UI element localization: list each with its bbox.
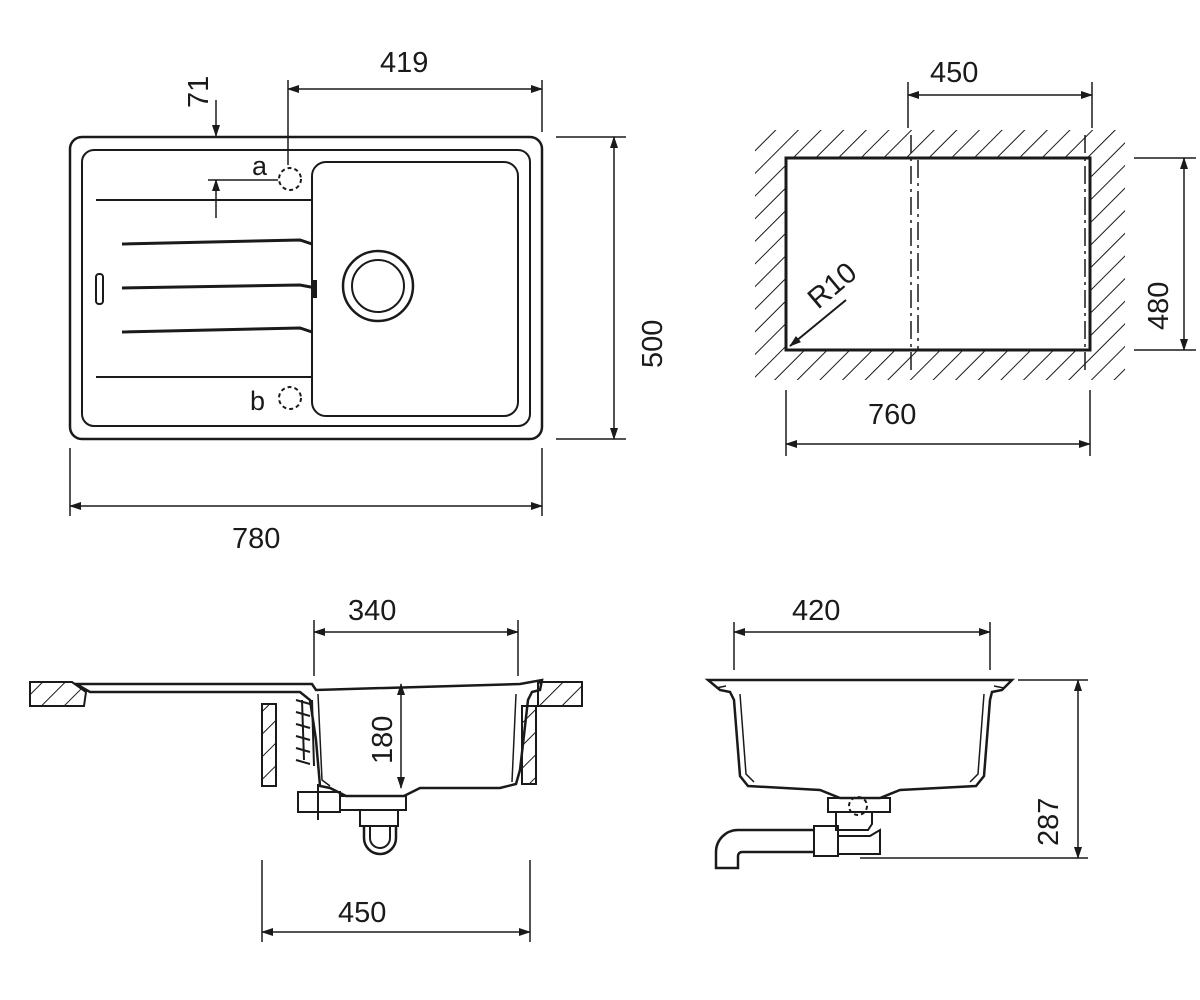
dim-340: 340 (348, 595, 396, 627)
dim-287: 287 (1033, 798, 1065, 846)
siphon-inner (369, 826, 391, 849)
drain-body (339, 795, 407, 811)
overflow-connector (312, 280, 317, 298)
outlet-pipe (714, 828, 814, 870)
cabinet-wall-left (261, 703, 277, 787)
countertop-hatching (755, 130, 1125, 380)
label-a: a (252, 151, 268, 181)
pipe-nut (813, 825, 839, 857)
dim-71: 71 (183, 76, 215, 108)
front-trap (835, 812, 873, 831)
drain-outlet (359, 810, 399, 827)
drainer-groove (121, 326, 313, 334)
sink-profile (71, 678, 544, 798)
dim-450-cutout: 450 (930, 57, 978, 89)
trap-body (838, 828, 881, 855)
dim-419: 419 (380, 47, 428, 79)
front-section-view: 420 287 (704, 595, 1088, 870)
sink-inner-rim (81, 149, 531, 427)
radius-leader (789, 299, 847, 347)
siphon-bend (362, 826, 398, 856)
drain-outer-ring (341, 249, 415, 323)
sink-inner-wall (317, 693, 517, 787)
label-b: b (250, 386, 265, 416)
side-section-view: 340 180 450 (29, 595, 583, 942)
overflow-connector (297, 784, 341, 820)
countertop-left (29, 681, 88, 707)
sink-top-view: a b 419 71 500 780 (68, 47, 669, 555)
cutout-outline (784, 156, 1092, 352)
cutout-view: R10 450 480 760 (755, 57, 1196, 456)
countertop-right (537, 681, 583, 707)
dim-450-cabinet: 450 (338, 897, 386, 929)
drain-inner-ring (351, 259, 405, 313)
dim-760: 760 (868, 399, 916, 431)
overflow-pipe (301, 699, 315, 767)
dim-420: 420 (792, 595, 840, 627)
sink-outline (68, 135, 544, 441)
overflow-hose-ribs (295, 699, 311, 765)
dim-180: 180 (367, 716, 399, 764)
drainer-groove (121, 283, 317, 290)
tap-hole-b (278, 386, 302, 410)
front-sink-profile (704, 678, 1016, 800)
overflow-slot (95, 273, 104, 305)
drainer-groove (121, 238, 313, 246)
front-drain-hole (848, 796, 868, 816)
dim-500: 500 (637, 320, 669, 368)
dim-780: 780 (232, 523, 280, 555)
front-drain-body (827, 797, 891, 813)
dim-480: 480 (1143, 282, 1175, 330)
front-inner-wall (739, 693, 985, 783)
tap-hole-a (278, 167, 302, 191)
front-rim (715, 685, 1005, 689)
